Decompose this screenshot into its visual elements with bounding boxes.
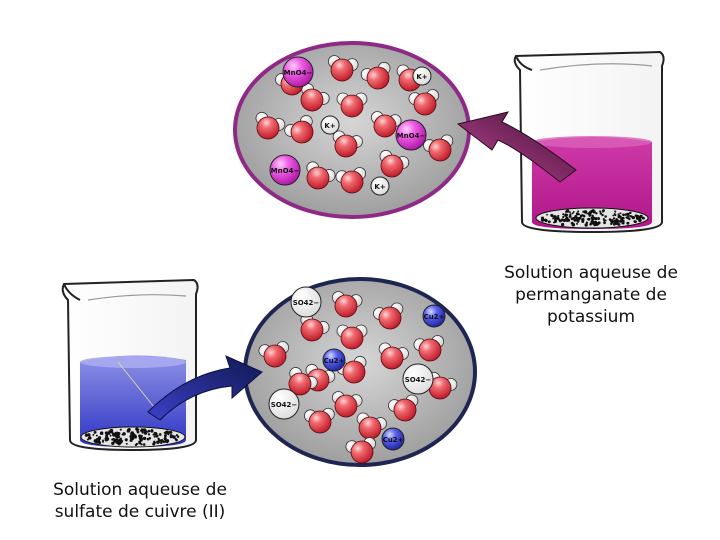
caption-line: sulfate de cuivre (II) bbox=[54, 502, 226, 522]
cu-ion: Cu2+ bbox=[422, 304, 446, 328]
water-molecule bbox=[288, 367, 318, 396]
mno4-label: MnO4− bbox=[271, 167, 300, 175]
cu-label: Cu2+ bbox=[424, 313, 445, 321]
water-molecule bbox=[255, 111, 286, 140]
caption-line: potassium bbox=[546, 307, 636, 327]
k-ion: K+ bbox=[320, 115, 340, 135]
cu-ion: Cu2+ bbox=[381, 427, 405, 451]
so4-label: SO42− bbox=[271, 401, 298, 409]
water-molecule bbox=[336, 324, 368, 350]
beaker-sulfate bbox=[61, 278, 199, 452]
water-molecule bbox=[373, 302, 404, 330]
water-molecule bbox=[408, 89, 440, 116]
water-molecule bbox=[306, 161, 336, 190]
caption-permanganate: Solution aqueuse de permanganate de pota… bbox=[486, 262, 696, 328]
water-molecule bbox=[370, 111, 402, 138]
zoom-sulfate: SO42− SO42− SO42− Cu2+ Cu2+ Cu2+ bbox=[243, 277, 477, 467]
mno4-ion: MnO4− bbox=[269, 154, 301, 186]
arrow-beaker-to-zoom-top bbox=[456, 111, 577, 183]
water-molecules bbox=[258, 291, 458, 464]
water-molecule bbox=[331, 391, 363, 418]
water-molecule bbox=[335, 167, 367, 194]
cu-label: Cu2+ bbox=[383, 436, 404, 444]
sulfate-solution bbox=[80, 355, 186, 447]
water-molecule bbox=[284, 115, 314, 144]
water-molecule bbox=[336, 92, 368, 118]
k-label: K+ bbox=[374, 183, 385, 191]
so4-label: SO42− bbox=[293, 299, 320, 307]
caption-line: permanganate de bbox=[515, 285, 667, 305]
caption-sulfate: Solution aqueuse de sulfate de cuivre (I… bbox=[30, 479, 250, 523]
mno4-label: MnO4− bbox=[397, 132, 426, 140]
precipitate-specks bbox=[84, 427, 180, 447]
water-molecule bbox=[423, 134, 454, 162]
ions: SO42− SO42− SO42− Cu2+ Cu2+ Cu2+ bbox=[268, 286, 446, 451]
water-molecule bbox=[379, 149, 410, 178]
ions: MnO4− MnO4− MnO4− K+ K+ K+ bbox=[269, 56, 432, 196]
water-molecule bbox=[427, 371, 458, 400]
k-label: K+ bbox=[324, 122, 335, 130]
so4-label: SO42− bbox=[405, 376, 432, 384]
water-molecule bbox=[332, 130, 363, 158]
water-molecule bbox=[258, 341, 290, 368]
water-molecule bbox=[304, 407, 335, 434]
so4-ion: SO42− bbox=[402, 363, 434, 395]
caption-line: Solution aqueuse de bbox=[504, 263, 678, 283]
mno4-ion: MnO4− bbox=[282, 56, 314, 88]
arrow-beaker-to-zoom-bottom bbox=[147, 355, 263, 421]
water-molecule bbox=[378, 342, 409, 370]
mno4-ion: MnO4− bbox=[395, 119, 427, 151]
k-ion: K+ bbox=[370, 176, 390, 196]
k-ion: K+ bbox=[412, 66, 432, 86]
mno4-label: MnO4− bbox=[284, 69, 313, 77]
water-molecule bbox=[331, 291, 363, 318]
water-molecule bbox=[300, 83, 330, 112]
water-molecule bbox=[336, 355, 367, 384]
water-molecule bbox=[327, 55, 359, 82]
k-label: K+ bbox=[416, 73, 427, 81]
water-molecule bbox=[360, 61, 391, 90]
zoom-permanganate: MnO4− MnO4− MnO4− K+ K+ K+ bbox=[233, 41, 471, 219]
water-molecule bbox=[413, 335, 445, 362]
precipitate-specks bbox=[540, 209, 645, 227]
so4-ion: SO42− bbox=[290, 286, 322, 318]
water-molecule bbox=[356, 412, 387, 440]
caption-line: Solution aqueuse de bbox=[53, 480, 227, 500]
water-molecule bbox=[345, 437, 377, 464]
water-molecule bbox=[388, 394, 419, 422]
cu-ion: Cu2+ bbox=[322, 348, 346, 372]
so4-ion: SO42− bbox=[268, 388, 300, 420]
cu-label: Cu2+ bbox=[324, 357, 345, 365]
